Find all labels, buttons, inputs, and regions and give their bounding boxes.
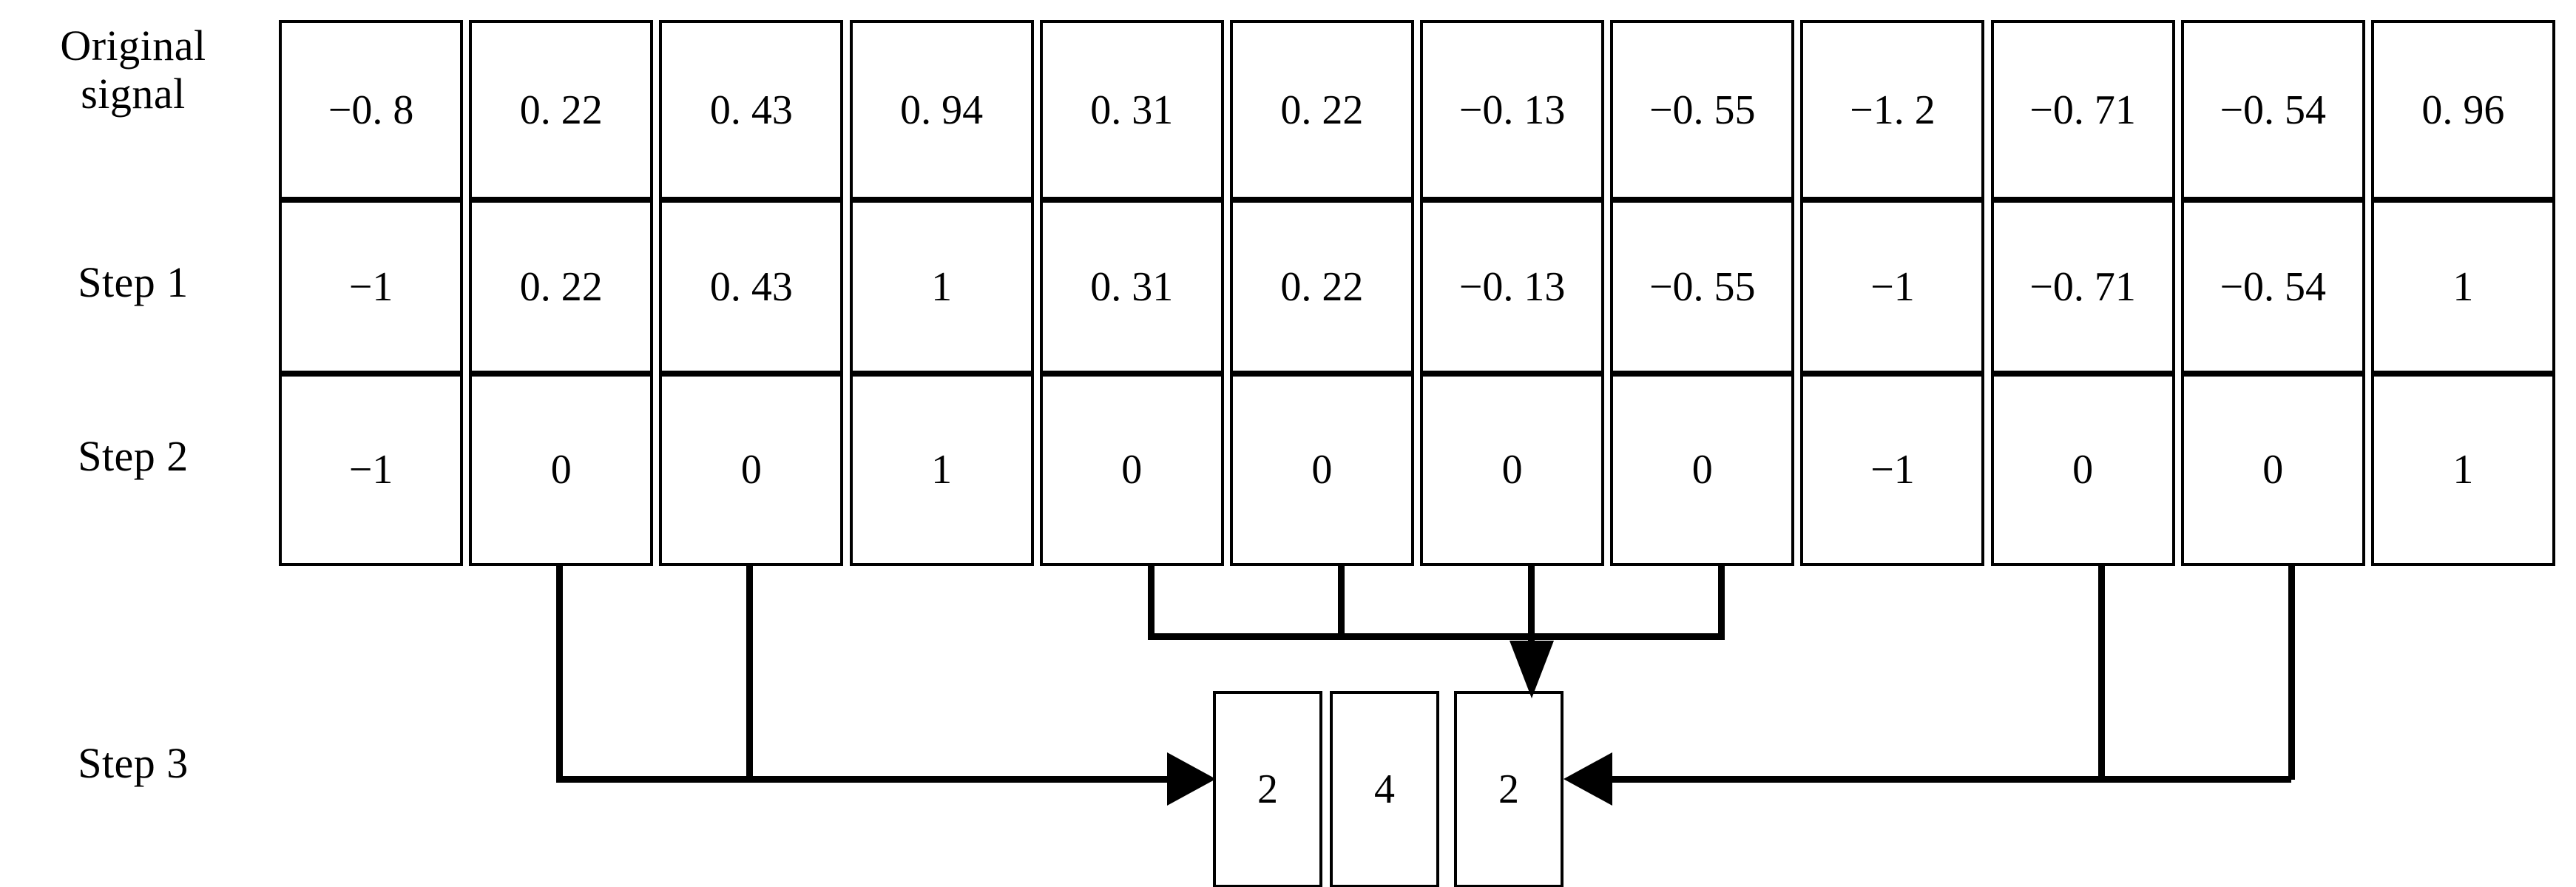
matrix-cell: 0 [1420,374,1605,566]
matrix-cell: −0. 13 [1420,20,1605,200]
matrix-cell: −1 [1800,200,1985,374]
matrix-cell: 0. 31 [1039,200,1224,374]
matrix-cell: −0. 55 [1610,200,1795,374]
connector-right-vline-b [2288,566,2295,780]
connector-left-hline [556,776,1170,783]
arrow-right-into-box-0 [1167,752,1216,806]
row-label-original-line1: Original [60,21,206,70]
matrix-cell: −0. 71 [1990,200,2175,374]
matrix-cell: 0 [1990,374,2175,566]
matrix-cell: 0. 43 [659,20,844,200]
matrix-cell: −0. 71 [1990,20,2175,200]
matrix-cell: 1 [2370,200,2555,374]
step3-result-box-0: 2 [1213,691,1322,887]
connector-mid-vline-c [1528,566,1535,640]
connector-mid-hline [1148,633,1725,640]
matrix-cell: 0 [1610,374,1795,566]
step3-result-box-1: 4 [1330,691,1439,887]
connector-left-vline-a [556,566,563,780]
matrix-cell: 0. 22 [1229,20,1414,200]
connector-right-vline-a [2098,566,2105,780]
connector-mid-vline-a [1148,566,1155,640]
matrix-cell: 0. 31 [1039,20,1224,200]
matrix-cell: 0. 22 [469,20,654,200]
matrix-cell: −1 [1800,374,1985,566]
matrix-cell: 1 [849,200,1034,374]
matrix-cell: −0. 55 [1610,20,1795,200]
matrix-cell: 0 [469,374,654,566]
matrix-cell: 0. 96 [2370,20,2555,200]
step3-result-box-2: 2 [1454,691,1563,887]
arrow-left-into-box-2 [1563,752,1612,806]
connector-mid-vline-d [1718,566,1725,640]
matrix-cell: 0. 94 [849,20,1034,200]
matrix-cell: 0 [1039,374,1224,566]
matrix-cell: −0. 54 [2180,200,2365,374]
connector-mid-vline-b [1338,566,1345,640]
connector-left-vline-b [746,566,753,780]
matrix-cell: −1 [279,374,464,566]
matrix-cell: 0. 22 [1229,200,1414,374]
matrix-cell: 0. 22 [469,200,654,374]
arrow-down-into-box-1 [1510,641,1554,698]
row-label-original-signal: Original signal [0,21,266,118]
connector-right-hline [1612,776,2291,783]
matrix-cell: 0 [1229,374,1414,566]
matrix-cell: 1 [849,374,1034,566]
matrix-cell: −0. 13 [1420,200,1605,374]
row-label-original-line2: signal [81,69,186,118]
row-label-step-3: Step 3 [78,739,189,787]
matrix-cell: 1 [2370,374,2555,566]
matrix-cell: 0. 43 [659,200,844,374]
matrix-cell: −1 [279,200,464,374]
matrix-cell: 0 [2180,374,2365,566]
row-label-step-1: Step 1 [78,258,189,306]
matrix-cell: −1. 2 [1800,20,1985,200]
matrix-cell: −0. 8 [279,20,464,200]
row-label-step-2: Step 2 [78,432,189,480]
matrix-cell: 0 [659,374,844,566]
matrix-cell: −0. 54 [2180,20,2365,200]
